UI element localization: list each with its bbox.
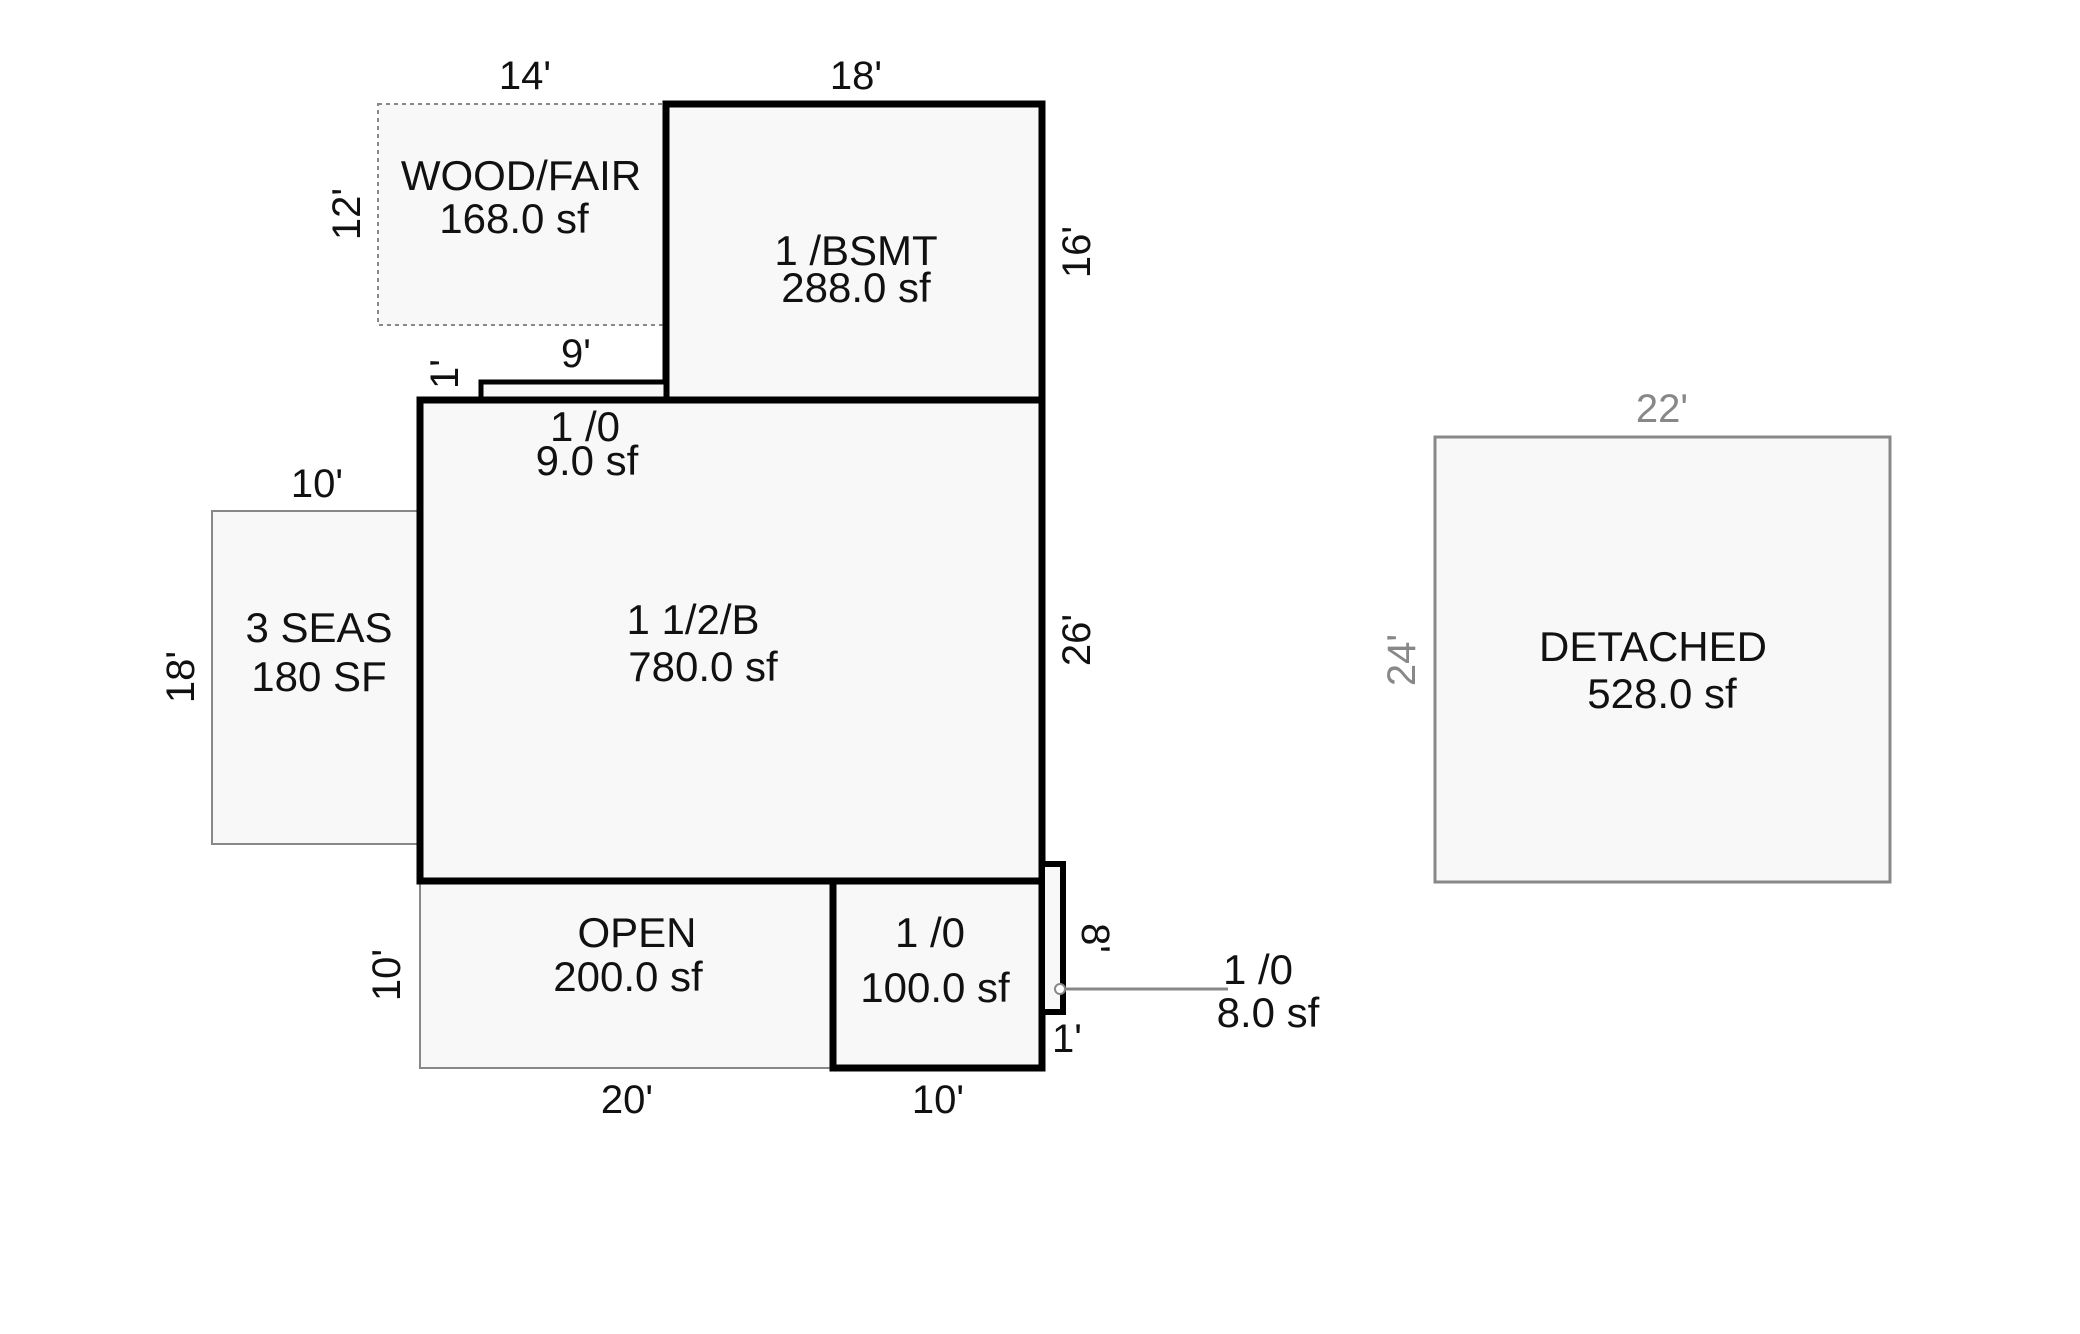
label-small-top-name: 1 /0 — [550, 403, 620, 450]
dim-main-right: 26' — [1055, 614, 1099, 666]
area-three-seasons — [211, 510, 421, 845]
label-small-top-area: 9.0 sf — [536, 437, 639, 484]
dim-seas-top: 10' — [291, 462, 343, 506]
label-seas-name: 3 SEAS — [245, 604, 392, 651]
label-detached-name: DETACHED — [1539, 623, 1767, 670]
label-open-area: 200.0 sf — [553, 953, 703, 1000]
label-main-name: 1 1/2/B — [626, 596, 759, 643]
dim-tiny-right-bottom: 1' — [1052, 1017, 1082, 1061]
dim-wood-fair-left: 12' — [325, 188, 369, 240]
label-bsmt-name: 1 /BSMT — [774, 227, 937, 274]
area-tiny-right — [1039, 861, 1066, 1015]
dim-small-top-top: 9' — [561, 332, 591, 376]
label-main-area: 780.0 sf — [628, 643, 778, 690]
label-tiny-right-area: 8.0 sf — [1217, 989, 1320, 1036]
dim-bsmt-right: 16' — [1055, 226, 1099, 278]
dim-tiny-right-side: 8' — [1073, 923, 1117, 953]
area-small-bottom — [829, 877, 1046, 1072]
dim-wood-fair-top: 14' — [499, 54, 551, 98]
label-detached-area: 528.0 sf — [1587, 670, 1737, 717]
label-small-bottom-area: 100.0 sf — [860, 964, 1010, 1011]
dim-open-left: 10' — [365, 949, 409, 1001]
dim-detached-left: 24' — [1380, 634, 1424, 686]
dim-open-bottom: 20' — [601, 1078, 653, 1122]
dim-small-bottom-bottom: 10' — [912, 1078, 964, 1122]
label-wood-fair-area: 168.0 sf — [439, 195, 589, 242]
dim-bsmt-top: 18' — [830, 54, 882, 98]
label-wood-fair-name: WOOD/FAIR — [401, 152, 641, 199]
leader-dot — [1054, 983, 1066, 995]
label-open-name: OPEN — [577, 909, 696, 956]
area-main-house — [416, 396, 1046, 885]
area-open-porch — [419, 880, 834, 1069]
area-detached — [1433, 435, 1892, 884]
area-wood-fair — [377, 103, 667, 326]
dim-small-top-left: 1' — [423, 359, 467, 389]
label-bsmt-area: 288.0 sf — [781, 264, 931, 311]
label-seas-area: 180 SF — [251, 653, 386, 700]
label-tiny-right-name: 1 /0 — [1223, 946, 1293, 993]
dim-detached-top: 22' — [1636, 387, 1688, 431]
label-small-bottom-name: 1 /0 — [895, 909, 965, 956]
dim-seas-left: 18' — [159, 651, 203, 703]
area-basement — [662, 100, 1046, 404]
